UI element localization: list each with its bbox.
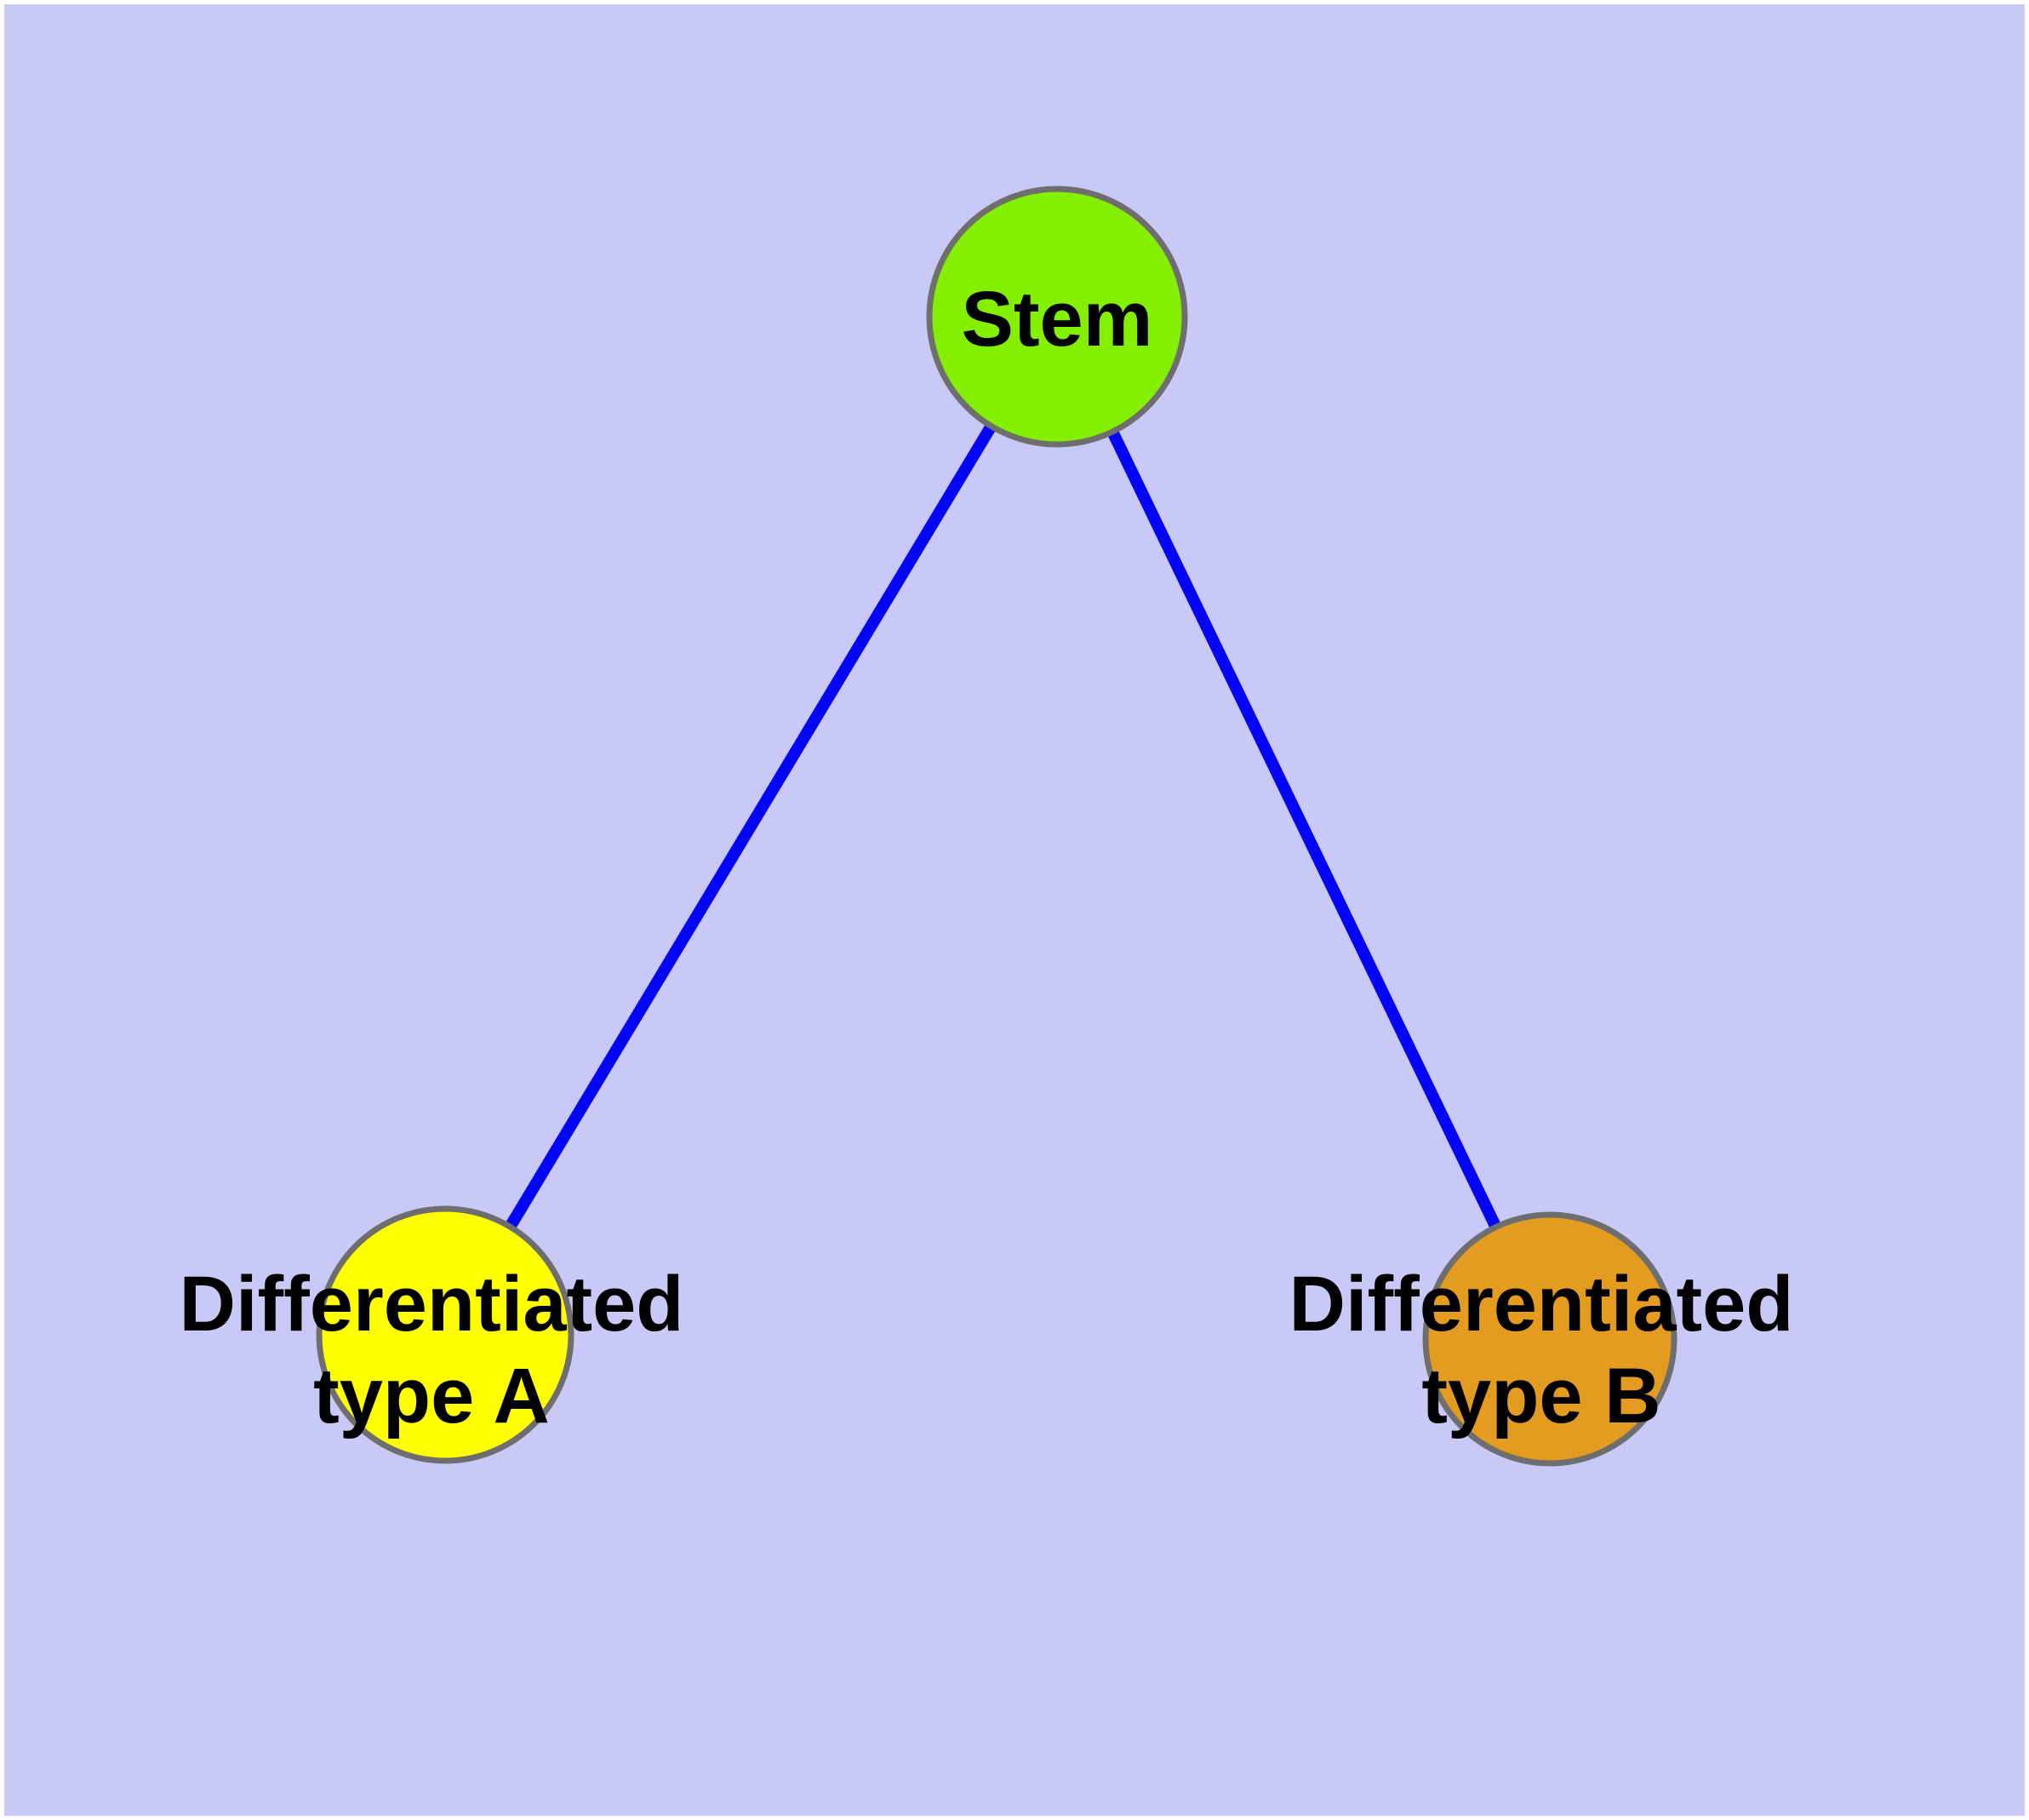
edge-stem-to-type-b	[1051, 313, 1556, 1342]
diagram-canvas: Stem Differentiated type A Differentiate…	[4, 4, 2025, 1816]
node-type-a-label: Differentiated type A	[180, 1258, 684, 1442]
node-type-b-label-line2: type B	[1421, 1353, 1661, 1439]
node-type-b-label: Differentiated type B	[1289, 1258, 1794, 1442]
node-type-a-label-line2: type A	[313, 1353, 550, 1439]
node-type-b-label-line1: Differentiated	[1289, 1261, 1794, 1348]
edge-stem-to-type-a	[440, 313, 1062, 1338]
graph-svg	[316, 186, 1677, 1467]
node-type-a-label-line1: Differentiated	[179, 1261, 684, 1348]
node-stem-label: Stem	[961, 276, 1153, 363]
node-stem-circle	[926, 186, 1188, 448]
node-type-a-circle	[316, 1205, 574, 1464]
node-type-b-circle	[1422, 1211, 1677, 1467]
